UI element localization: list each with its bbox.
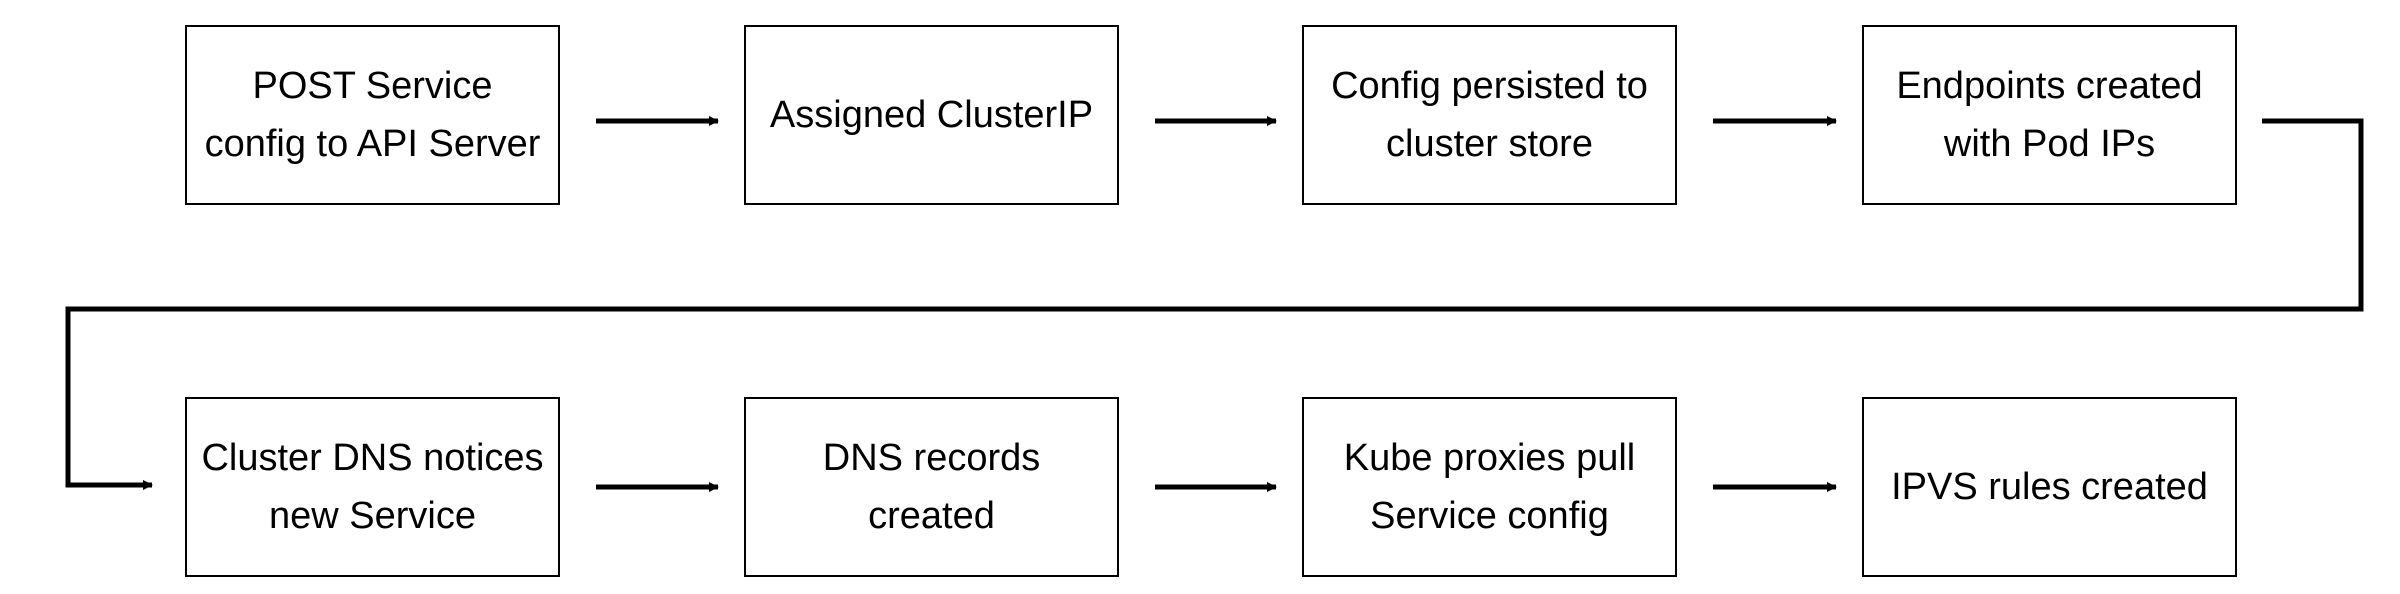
- step-box-cluster-dns-notices: Cluster DNS notices new Service: [185, 397, 560, 577]
- step-label: Kube proxies pull Service config: [1343, 437, 1636, 537]
- step-box-ipvs-rules-created: IPVS rules created: [1862, 397, 2237, 577]
- step-label: DNS records created: [822, 437, 1041, 537]
- step-box-dns-records-created: DNS records created: [744, 397, 1119, 577]
- step-box-post-service-config: POST Service config to API Server: [185, 25, 560, 205]
- step-label: Endpoints created with Pod IPs: [1896, 65, 2203, 165]
- step-label: IPVS rules created: [1891, 466, 2208, 508]
- step-label: POST Service config to API Server: [204, 65, 541, 165]
- step-label: Cluster DNS notices new Service: [201, 437, 544, 537]
- step-label: Config persisted to cluster store: [1331, 65, 1648, 165]
- step-box-config-persisted: Config persisted to cluster store: [1302, 25, 1677, 205]
- step-box-kube-proxies-pull: Kube proxies pull Service config: [1302, 397, 1677, 577]
- connector-step4-to-step5: [65, 118, 2364, 490]
- step-label: Assigned ClusterIP: [769, 94, 1094, 136]
- step-box-endpoints-created: Endpoints created with Pod IPs: [1862, 25, 2237, 205]
- step-box-assigned-clusterip: Assigned ClusterIP: [744, 25, 1119, 205]
